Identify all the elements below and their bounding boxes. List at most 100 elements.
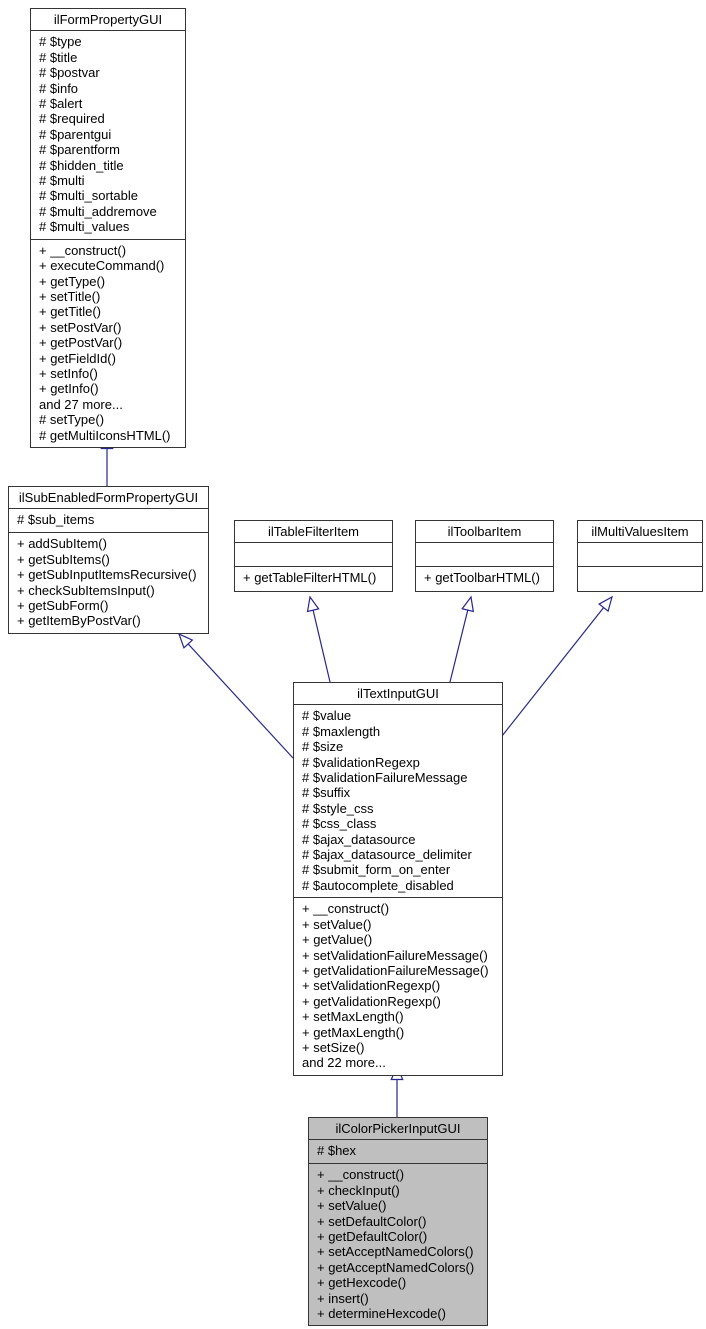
member-line: # $ajax_datasource xyxy=(302,831,416,847)
class-node-iltoolbaritem[interactable]: ilToolbarItem + getToolbarHTML() xyxy=(415,520,554,593)
member-line: # $size xyxy=(302,739,344,755)
member-line: + setInfo() xyxy=(39,365,98,381)
class-attributes xyxy=(235,543,392,568)
member-line: + determineHexcode() xyxy=(317,1306,446,1322)
member-line: + getValidationRegexp() xyxy=(302,993,441,1009)
member-line: + setTitle() xyxy=(39,288,101,304)
member-line: + __construct() xyxy=(317,1167,405,1183)
member-line: # $postvar xyxy=(39,65,100,81)
member-line: # $info xyxy=(39,80,79,96)
member-line: # $autocomplete_disabled xyxy=(302,877,454,893)
class-title: ilTableFilterItem xyxy=(235,521,392,544)
inheritance-arrow-textinput-to-tablefilter xyxy=(306,595,331,683)
class-methods: + __construct()+ executeCommand()+ getTy… xyxy=(31,240,185,447)
class-node-ilcolorpickerinputgui[interactable]: ilColorPickerInputGUI # $hex + __constru… xyxy=(308,1117,488,1327)
member-line: + executeCommand() xyxy=(39,258,165,274)
member-line: + getValue() xyxy=(302,932,373,948)
member-line: + setValidationFailureMessage() xyxy=(302,947,488,963)
class-methods: + getToolbarHTML() xyxy=(416,567,553,591)
member-line: + setSize() xyxy=(302,1039,365,1055)
member-line: + getTableFilterHTML() xyxy=(243,570,377,586)
member-line: + getPostVar() xyxy=(39,335,123,351)
member-line: # $value xyxy=(302,708,352,724)
class-methods xyxy=(578,567,702,591)
member-line: # $required xyxy=(39,111,105,127)
member-line: + getTitle() xyxy=(39,304,102,320)
class-attributes: # $sub_items xyxy=(9,509,208,534)
member-line: + setValue() xyxy=(317,1198,387,1214)
member-line: # $multi_addremove xyxy=(39,203,157,219)
member-line: + __construct() xyxy=(302,901,390,917)
class-node-iltablefilteritem[interactable]: ilTableFilterItem + getTableFilterHTML() xyxy=(234,520,393,593)
member-line: + getValidationFailureMessage() xyxy=(302,962,489,978)
class-title: ilSubEnabledFormPropertyGUI xyxy=(9,487,208,510)
member-line: + setPostVar() xyxy=(39,319,122,335)
class-methods: + addSubItem()+ getSubItems()+ getSubInp… xyxy=(9,533,208,632)
member-line: + checkSubItemsInput() xyxy=(17,582,155,598)
member-line: # $multi xyxy=(39,173,85,189)
member-line: + getItemByPostVar() xyxy=(17,613,141,629)
member-line: # $multi_values xyxy=(39,219,130,235)
member-line: # $sub_items xyxy=(17,512,95,528)
member-line: + setValidationRegexp() xyxy=(302,978,441,994)
member-line: and 22 more... xyxy=(302,1055,386,1071)
class-title: ilToolbarItem xyxy=(416,521,553,544)
member-line: # $title xyxy=(39,49,78,65)
class-methods: + getTableFilterHTML() xyxy=(235,567,392,591)
member-line: # $css_class xyxy=(302,816,377,832)
class-methods: + __construct()+ setValue()+ getValue()+… xyxy=(294,898,502,1074)
member-line: # $style_css xyxy=(302,800,374,816)
member-line: + getMaxLength() xyxy=(302,1024,405,1040)
class-title: ilTextInputGUI xyxy=(294,683,502,706)
member-line: + addSubItem() xyxy=(17,536,107,552)
member-line: and 27 more... xyxy=(39,396,123,412)
class-node-ilsubenabledformpropertygui[interactable]: ilSubEnabledFormPropertyGUI # $sub_items… xyxy=(8,486,209,634)
member-line: # $parentgui xyxy=(39,126,112,142)
member-line: + insert() xyxy=(317,1290,369,1306)
inheritance-arrow-textinput-to-toolbar xyxy=(449,595,475,683)
member-line: + __construct() xyxy=(39,242,127,258)
inheritance-arrow-textinput-to-subenabled xyxy=(177,632,294,759)
member-line: + getFieldId() xyxy=(39,350,116,366)
member-line: # $suffix xyxy=(302,785,351,801)
class-node-iltextinputgui[interactable]: ilTextInputGUI # $value# $maxlength# $si… xyxy=(293,682,503,1076)
class-attributes: # $type# $title# $postvar# $info# $alert… xyxy=(31,31,185,240)
member-line: # $ajax_datasource_delimiter xyxy=(302,847,472,863)
member-line: + getSubForm() xyxy=(17,598,109,614)
member-line: # $hex xyxy=(317,1143,357,1159)
member-line: # $validationFailureMessage xyxy=(302,770,468,786)
member-line: + getSubItems() xyxy=(17,551,110,567)
member-line: # $hidden_title xyxy=(39,157,124,173)
member-line: + setMaxLength() xyxy=(302,1009,404,1025)
class-title: ilFormPropertyGUI xyxy=(31,9,185,32)
member-line: + getInfo() xyxy=(39,381,99,397)
class-attributes xyxy=(578,543,702,568)
member-line: # $maxlength xyxy=(302,723,381,739)
class-attributes: # $hex xyxy=(309,1140,487,1165)
member-line: # $validationRegexp xyxy=(302,754,420,770)
class-attributes xyxy=(416,543,553,568)
member-line: + getType() xyxy=(39,273,106,289)
class-attributes: # $value# $maxlength# $size# $validation… xyxy=(294,705,502,899)
class-node-ilmultivaluesitem[interactable]: ilMultiValuesItem xyxy=(577,520,703,593)
member-line: + getHexcode() xyxy=(317,1275,407,1291)
class-title: ilColorPickerInputGUI xyxy=(309,1118,487,1141)
member-line: + getDefaultColor() xyxy=(317,1229,428,1245)
member-line: + setDefaultColor() xyxy=(317,1213,427,1229)
member-line: + getSubInputItemsRecursive() xyxy=(17,567,197,583)
class-methods: + __construct()+ checkInput()+ setValue(… xyxy=(309,1164,487,1325)
class-title: ilMultiValuesItem xyxy=(578,521,702,544)
member-line: # $alert xyxy=(39,96,83,112)
member-line: # setType() xyxy=(39,412,105,428)
member-line: + getAcceptNamedColors() xyxy=(317,1259,475,1275)
member-line: # $multi_sortable xyxy=(39,188,138,204)
inheritance-arrow-textinput-to-multivalues xyxy=(501,595,613,737)
class-node-ilformpropertygui[interactable]: ilFormPropertyGUI # $type# $title# $post… xyxy=(30,8,186,448)
member-line: + checkInput() xyxy=(317,1182,400,1198)
member-line: + getToolbarHTML() xyxy=(424,570,540,586)
member-line: # getMultiIconsHTML() xyxy=(39,427,171,443)
member-line: # $parentform xyxy=(39,142,120,158)
member-line: + setAcceptNamedColors() xyxy=(317,1244,474,1260)
member-line: + setValue() xyxy=(302,916,372,932)
